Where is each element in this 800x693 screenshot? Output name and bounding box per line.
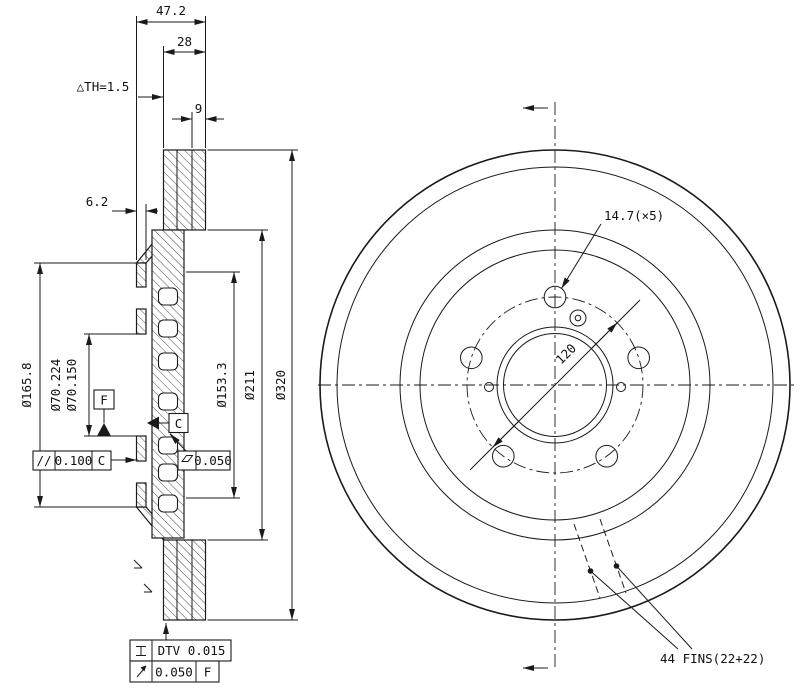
runout-datum-label: F [204, 665, 212, 680]
hat-step-circle [419, 249, 691, 521]
hat-face-segment [135, 262, 147, 288]
dim-hat-dia-label: Ø211 [242, 370, 257, 400]
set-screw-hole [569, 309, 587, 327]
datum-f-label: F [100, 393, 108, 408]
dim-min-thickness-label: △TH=1.5 [77, 79, 130, 94]
parallelism-value-label: 0.100 [55, 453, 93, 468]
dim-hat-thickness: 6.2 [86, 194, 158, 260]
fins-count-label: 44 FINS(22+22) [660, 651, 765, 666]
dim-overall-width-label: 47.2 [156, 3, 186, 18]
friction-chamfer-circle [336, 166, 774, 604]
dtv-symbol-icon [136, 646, 146, 656]
datum-c-triangle-icon [147, 416, 159, 430]
dim-bore-dia: Ø70.224 Ø70.150 [48, 333, 137, 437]
bolt-hole [543, 285, 567, 309]
fcf-dtv: DTV 0.015 [129, 623, 232, 662]
hidden-fin-line [573, 523, 601, 599]
bolt-hole [492, 444, 515, 468]
small-hole [484, 382, 494, 392]
bolt-hole-dia-label: 14.7(×5) [604, 208, 664, 223]
fcf-parallelism: // 0.100 C [32, 450, 137, 471]
runout-symbol-icon [136, 665, 147, 678]
disc-circles [319, 149, 791, 621]
dim-bore-dia-min-label: Ø70.150 [64, 359, 79, 412]
hat-face-segment [135, 435, 147, 462]
dim-hat-dia: Ø211 [207, 229, 268, 541]
dim-hat-outer-dia-label: Ø165.8 [19, 362, 34, 407]
fcf-runout: 0.050 F [129, 660, 220, 683]
front-view: 120 14.7(×5) 44 FINS(22+22) [318, 102, 795, 671]
dim-inner-dia: Ø153.3 [186, 271, 240, 499]
section-hole [157, 494, 179, 513]
dim-disc-thickness-label: 28 [177, 34, 192, 49]
front-centerlines [318, 102, 795, 670]
bolt-hole [627, 346, 651, 370]
dim-overall-width: 47.2 [136, 3, 206, 260]
fcf-flatness: 0.050 [169, 433, 232, 471]
dim-outer-dia-label: Ø320 [273, 370, 288, 400]
datum-c-label: C [175, 416, 183, 431]
dim-disc-thickness: 28 [163, 34, 206, 148]
section-view-direction-arrows [523, 105, 548, 671]
section-hole [157, 287, 179, 306]
hat-outline-circle [399, 229, 711, 541]
bolt-hole [595, 444, 619, 468]
bore-chamfer-circle [496, 326, 614, 444]
hat-face-segment [135, 482, 147, 508]
dim-min-thickness: △TH=1.5 [77, 79, 163, 100]
section-hole [157, 392, 179, 411]
dim-bore-dia-max-label: Ø70.224 [48, 359, 63, 412]
friction-ring-top [162, 149, 207, 231]
hidden-fin-line [599, 518, 627, 594]
section-part-geometry [133, 149, 207, 621]
datum-f: F [93, 389, 115, 436]
bolt-holes [460, 285, 651, 468]
label-bolt-hole-dia: 14.7(×5) [561, 208, 664, 289]
dim-bolt-circle-label: 120 [553, 341, 580, 368]
section-hole [157, 319, 179, 338]
center-bore-circle [503, 333, 607, 437]
hub-drum-section [151, 229, 185, 539]
flatness-symbol-icon [181, 455, 194, 462]
section-view: 47.2 28 △TH=1.5 9 6.2 [19, 3, 298, 683]
fins-annotation: 44 FINS(22+22) [573, 518, 765, 666]
dtv-value-label: DTV 0.015 [158, 643, 226, 658]
chamfer-marks [133, 559, 153, 593]
section-hole [157, 463, 179, 482]
bolt-hole [460, 346, 483, 370]
hat-face-segment [135, 308, 147, 335]
runout-value-label: 0.050 [155, 665, 193, 680]
section-hole [157, 352, 179, 371]
parallelism-datum-label: C [98, 453, 106, 468]
dim-plate-thickness-label: 9 [195, 101, 203, 116]
friction-ring-bottom [162, 539, 207, 621]
dim-plate-thickness: 9 [172, 101, 224, 148]
dim-inner-dia-label: Ø153.3 [214, 362, 229, 407]
outer-diameter-circle [319, 149, 791, 621]
datum-c: C [147, 412, 189, 434]
small-holes [484, 382, 626, 392]
datum-f-triangle-icon [97, 423, 111, 436]
dim-hat-thickness-label: 6.2 [86, 194, 109, 209]
small-hole [616, 382, 626, 392]
dim-hat-outer-dia: Ø165.8 [19, 262, 137, 508]
flatness-value-label: 0.050 [194, 453, 232, 468]
dim-outer-dia: Ø320 [207, 149, 298, 621]
parallelism-symbol-icon: // [36, 453, 51, 468]
bolt-circle [466, 296, 644, 474]
